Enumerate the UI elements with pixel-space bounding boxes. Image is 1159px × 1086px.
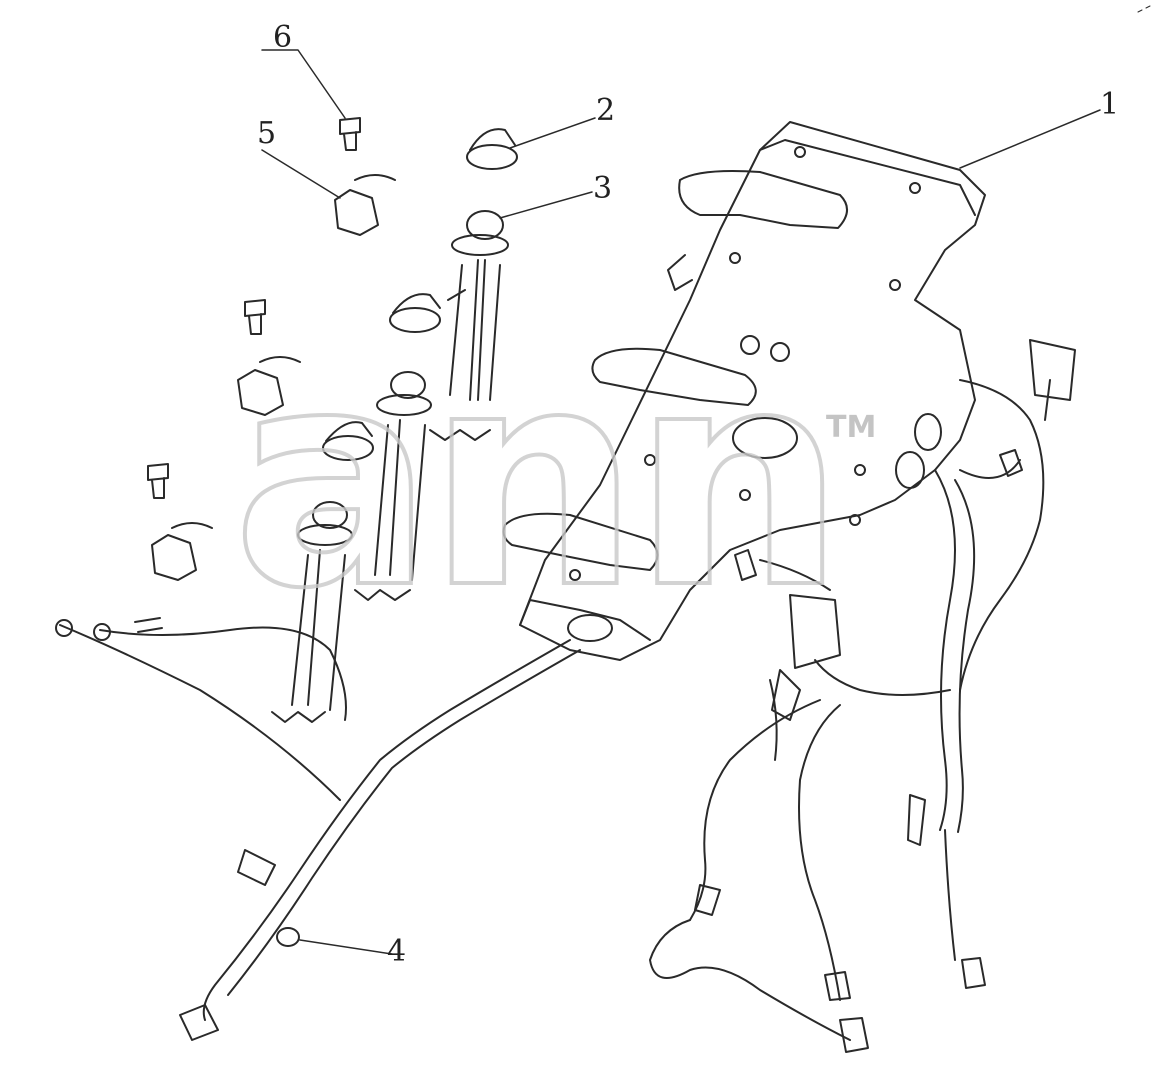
part-1-harness-tray: [502, 121, 986, 661]
part-5-clamps: [151, 174, 396, 581]
callout-6: 6: [273, 20, 293, 55]
part-6-bolts: [147, 117, 361, 499]
part-4-nut: [276, 927, 300, 947]
part-2-caps: [322, 128, 518, 461]
leader-lines: [261, 49, 1101, 955]
part-3-sensors: [271, 210, 509, 723]
leader-5: [261, 149, 341, 199]
leader-3: [499, 191, 593, 219]
callout-5: 5: [257, 116, 277, 151]
leader-1: [959, 109, 1101, 169]
corner-mark: [1137, 5, 1151, 13]
main-harness-trunk: [649, 339, 1076, 1053]
watermark: ann: [230, 305, 848, 654]
callout-2: 2: [596, 93, 616, 128]
callout-3: 3: [593, 171, 613, 206]
callout-4: 4: [387, 934, 407, 969]
leader-2: [509, 117, 596, 149]
leader-4: [299, 939, 393, 955]
leader-6: [261, 49, 346, 119]
left-harness: [55, 617, 581, 1041]
trademark-mark: TM: [826, 410, 877, 445]
callout-1: 1: [1100, 87, 1120, 122]
